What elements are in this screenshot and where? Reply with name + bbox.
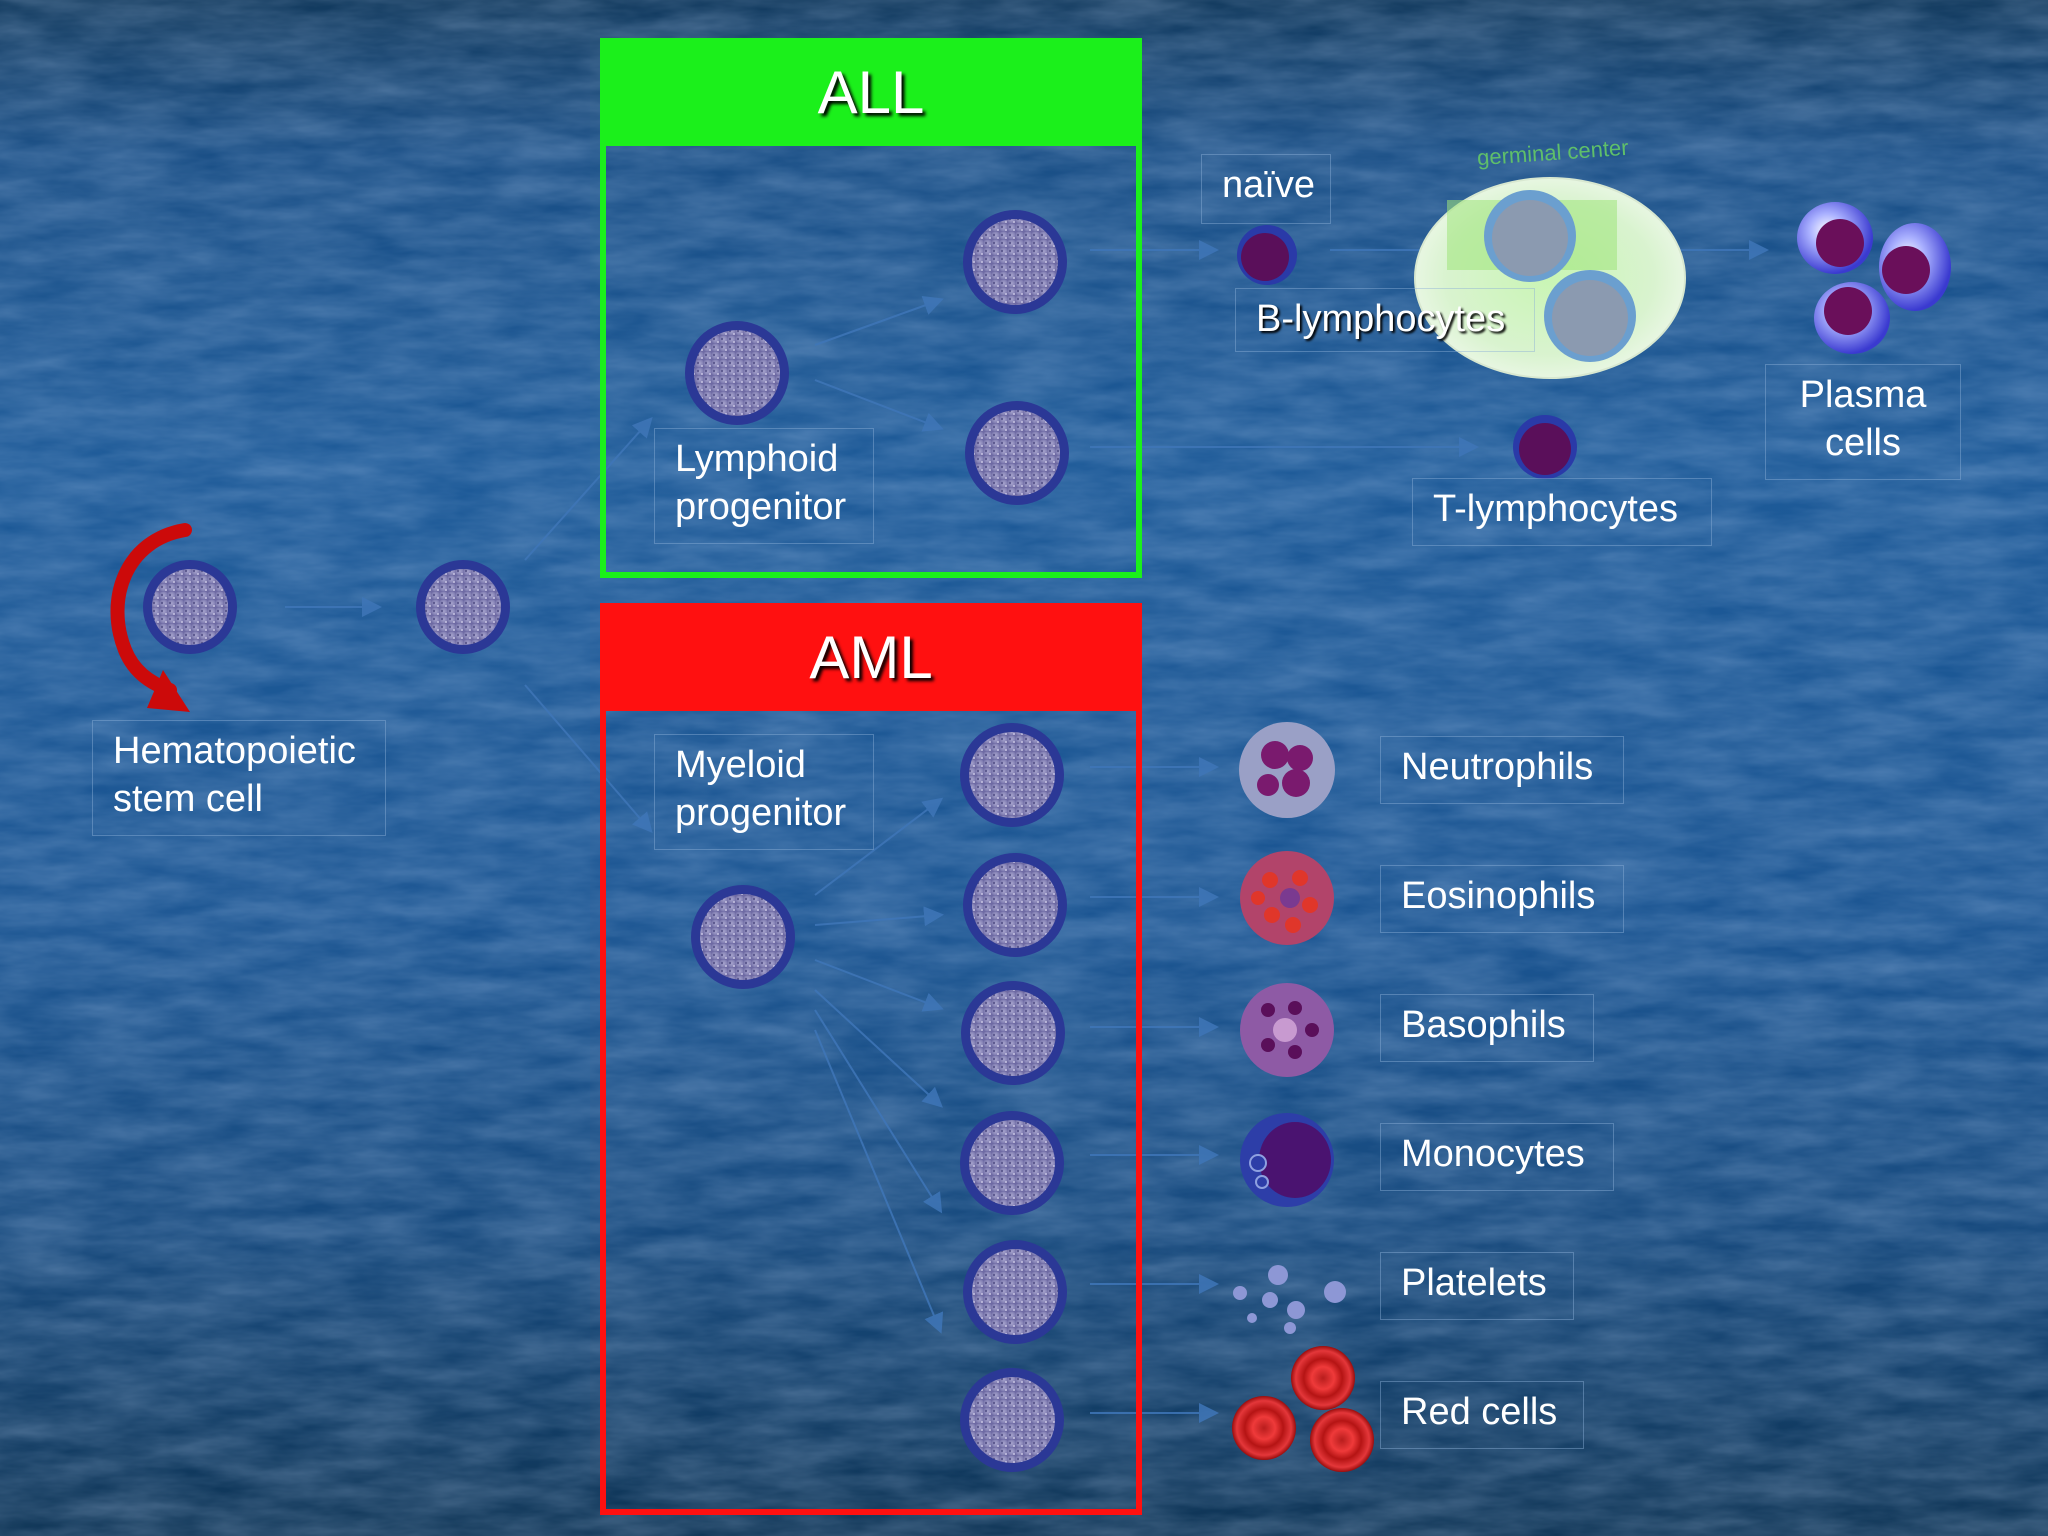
all-header-title: ALL <box>817 58 925 126</box>
germinal-center <box>1414 177 1686 379</box>
label-lymphoid-progenitor: Lymphoid progenitor <box>654 428 874 544</box>
arrow-myeloid-4 <box>814 989 943 1108</box>
label-monocytes: Monocytes <box>1380 1123 1614 1191</box>
all-header-divider <box>606 140 1136 146</box>
label-red-cells: Red cells <box>1380 1381 1584 1449</box>
plasma-cells <box>1797 202 1951 354</box>
arrow-to-lymphoid <box>524 417 653 561</box>
aml-header-title: AML <box>809 623 933 691</box>
neutrophil-cell <box>1239 722 1335 818</box>
monocyte-cell <box>1240 1113 1334 1207</box>
myeloid-precursor-5 <box>963 1240 1067 1344</box>
lymphoid-progenitor-cell <box>685 321 789 425</box>
myeloid-precursor-1 <box>960 723 1064 827</box>
label-neutrophils: Neutrophils <box>1380 736 1624 804</box>
label-b-lymphocytes: B-lymphocytes <box>1235 288 1535 352</box>
naive-b-cell <box>1237 225 1297 285</box>
label-plasma-cells: Plasma cells <box>1765 364 1961 480</box>
label-myeloid-progenitor: Myeloid progenitor <box>654 734 874 850</box>
arrow-lymphoid-t <box>814 379 944 432</box>
t-precursor-cell <box>965 401 1069 505</box>
blast-cells <box>143 210 1069 1472</box>
myeloid-progenitor-cell <box>691 885 795 989</box>
myeloid-precursor-6 <box>960 1368 1064 1472</box>
label-t-lymphocytes: T-lymphocytes <box>1412 478 1712 546</box>
label-hematopoietic-stem-cell: Hematopoietic stem cell <box>92 720 386 836</box>
progenitor-cell <box>416 560 510 654</box>
all-lineage-box: ALL <box>600 38 1142 578</box>
arrow-myeloid-6 <box>814 1029 944 1334</box>
arrow-to-myeloid <box>524 684 653 834</box>
eosinophil-cell <box>1240 851 1334 945</box>
aml-lineage-box: AML <box>600 603 1142 1515</box>
arrow-myeloid-3 <box>814 959 944 1012</box>
label-basophils: Basophils <box>1380 994 1594 1062</box>
myeloid-precursor-4 <box>960 1111 1064 1215</box>
label-platelets: Platelets <box>1380 1252 1574 1320</box>
myeloid-precursor-3 <box>961 981 1065 1085</box>
arrow-myeloid-2 <box>814 906 944 927</box>
b-precursor-cell <box>963 210 1067 314</box>
all-header-band <box>606 44 1136 140</box>
hsc-cell <box>143 560 237 654</box>
basophil-cell <box>1240 983 1334 1077</box>
aml-header-divider <box>606 705 1136 711</box>
aml-header-band <box>606 609 1136 705</box>
arrow-lymphoid-b <box>814 296 944 346</box>
arrow-myeloid-1 <box>814 797 944 896</box>
label-naive: naïve <box>1201 154 1331 224</box>
platelets-cluster <box>1233 1265 1346 1334</box>
self-renewal-arrow <box>110 523 192 712</box>
red-cells-cluster <box>1232 1346 1374 1472</box>
label-eosinophils: Eosinophils <box>1380 865 1624 933</box>
myeloid-precursor-2 <box>963 853 1067 957</box>
arrow-myeloid-5 <box>814 1009 943 1214</box>
t-cell <box>1513 415 1577 479</box>
